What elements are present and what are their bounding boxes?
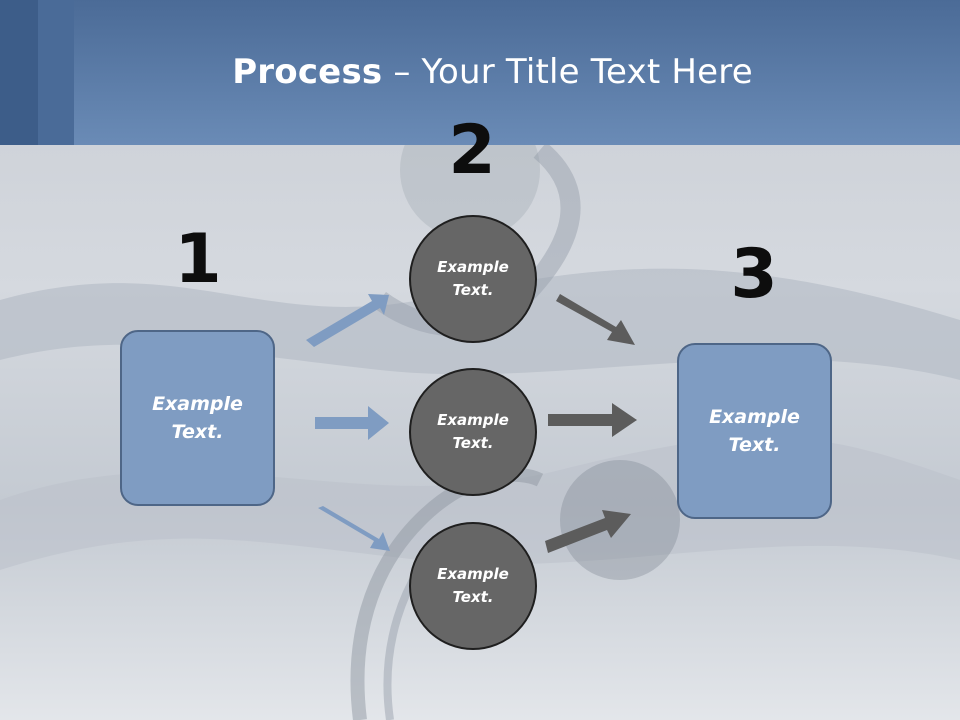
step-1-box: Example Text.	[120, 330, 275, 506]
header-stripe	[0, 0, 38, 145]
title-rest-part: – Your Title Text Here	[382, 52, 753, 92]
arrow-to-middle-circle	[315, 406, 389, 440]
step-number-3: 3	[730, 235, 778, 314]
title-bold-part: Process	[232, 52, 383, 92]
arrow-to-top-circle	[306, 294, 389, 347]
arrow-from-top-circle	[556, 294, 635, 345]
arrow-from-middle-circle	[548, 403, 637, 437]
step-number-1: 1	[174, 220, 222, 299]
step-2-circle-bottom: Example Text.	[409, 522, 537, 650]
circle-label: Example Text.	[437, 257, 509, 299]
header-stripe	[38, 0, 74, 145]
step-2-circle-middle: Example Text.	[409, 368, 537, 496]
step-number-2: 2	[448, 111, 496, 190]
slide-title: Process – Your Title Text Here	[0, 52, 960, 92]
title-bar: Process – Your Title Text Here	[0, 0, 960, 145]
arrow-from-bottom-circle	[545, 510, 631, 553]
step-1-box-label: Example Text.	[152, 392, 243, 444]
circle-label: Example Text.	[437, 564, 509, 606]
step-2-circle-top: Example Text.	[409, 215, 537, 343]
circle-label: Example Text.	[437, 410, 509, 452]
step-3-box-label: Example Text.	[709, 405, 800, 457]
arrow-to-bottom-circle	[318, 506, 390, 551]
step-3-box: Example Text.	[677, 343, 832, 519]
